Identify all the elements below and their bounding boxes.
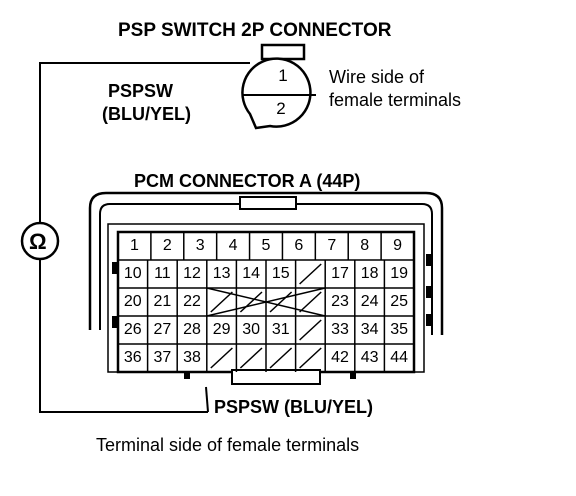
- pcm-terminal-42: 42: [331, 349, 349, 366]
- pcm-terminal-25: 25: [390, 293, 409, 310]
- pcm-terminal-22: 22: [183, 293, 201, 310]
- pcm-terminal-19: 19: [390, 265, 409, 282]
- pcm-terminal-10: 10: [123, 265, 142, 282]
- pcm-terminal-1: 1: [129, 237, 139, 254]
- wire-side-label-2: female terminals: [329, 90, 462, 110]
- pcm-terminal-20: 20: [123, 293, 142, 310]
- psp-pin-2: 2: [276, 99, 286, 118]
- pcm-terminal-6: 6: [294, 237, 304, 254]
- meter-lead: [39, 62, 250, 413]
- pcm-connector-latches: [112, 254, 432, 379]
- pcm-terminal-44: 44: [390, 349, 409, 366]
- empty-cavity-mark: [269, 291, 293, 313]
- pcm-terminal-14: 14: [242, 265, 261, 282]
- pcm-terminal-7: 7: [327, 237, 337, 254]
- pcm-terminal-28: 28: [183, 321, 201, 338]
- pcm-terminal-9: 9: [393, 237, 402, 254]
- pcm-terminal-8: 8: [360, 237, 370, 254]
- pcm-terminal-11: 11: [154, 265, 171, 282]
- pcm-terminal-17: 17: [331, 265, 349, 282]
- terminal-side-caption: Terminal side of female terminals: [96, 435, 360, 455]
- pcm-terminal-29: 29: [212, 321, 231, 338]
- empty-cavity-mark: [269, 347, 293, 369]
- ohmmeter-icon: [20, 221, 60, 261]
- empty-cavity-mark: [210, 347, 233, 369]
- blank-block-cross: [206, 287, 326, 317]
- pcm-terminal-43: 43: [360, 349, 379, 366]
- empty-cavity-mark: [299, 347, 322, 369]
- pcm-terminal-2: 2: [162, 237, 172, 254]
- empty-cavity-mark: [299, 291, 322, 313]
- pspsw-bottom-label: PSPSW (BLU/YEL): [214, 397, 374, 417]
- pcm-terminal-24: 24: [360, 293, 379, 310]
- pcm-terminal-36: 36: [123, 349, 142, 366]
- pcm-terminal-21: 21: [153, 293, 172, 310]
- pcm-terminal-31: 31: [271, 321, 290, 338]
- pcm-terminal-30: 30: [242, 321, 261, 338]
- pcm-terminal-33: 33: [331, 321, 349, 338]
- empty-cavity-mark: [299, 319, 322, 341]
- wire-side-label-1: Wire side of: [329, 67, 425, 87]
- ohm-symbol: Ω: [29, 229, 47, 254]
- pcm-terminal-4: 4: [228, 237, 238, 254]
- psp-pin-1: 1: [278, 66, 288, 85]
- empty-cavity-mark: [210, 291, 233, 313]
- pcm-connector-title: PCM CONNECTOR A (44P): [134, 171, 361, 191]
- pcm-terminal-13: 13: [212, 265, 231, 282]
- pcm-terminal-15: 15: [271, 265, 290, 282]
- pspsw-top-label: PSPSW: [108, 81, 174, 101]
- pcm-terminal-27: 27: [153, 321, 172, 338]
- pcm-terminal-12: 12: [183, 265, 201, 282]
- pcm-terminal-23: 23: [331, 293, 349, 310]
- pcm-terminal-34: 34: [360, 321, 379, 338]
- empty-cavity-mark: [239, 347, 263, 369]
- psp-switch-connector: [241, 43, 316, 130]
- pspsw-top-color: (BLU/YEL): [102, 104, 191, 124]
- pcm-terminal-3: 3: [195, 237, 205, 254]
- psp-connector-title: PSP SWITCH 2P CONNECTOR: [118, 20, 392, 41]
- empty-cavity-mark: [299, 263, 322, 285]
- pcm-terminal-grid: [118, 232, 414, 372]
- pcm-terminal-35: 35: [390, 321, 409, 338]
- empty-cavity-mark: [239, 291, 263, 313]
- pcm-terminal-38: 38: [183, 349, 201, 366]
- pcm-terminal-5: 5: [261, 237, 271, 254]
- pcm-terminal-26: 26: [123, 321, 142, 338]
- pcm-terminal-18: 18: [360, 265, 379, 282]
- pcm-terminal-37: 37: [153, 349, 172, 366]
